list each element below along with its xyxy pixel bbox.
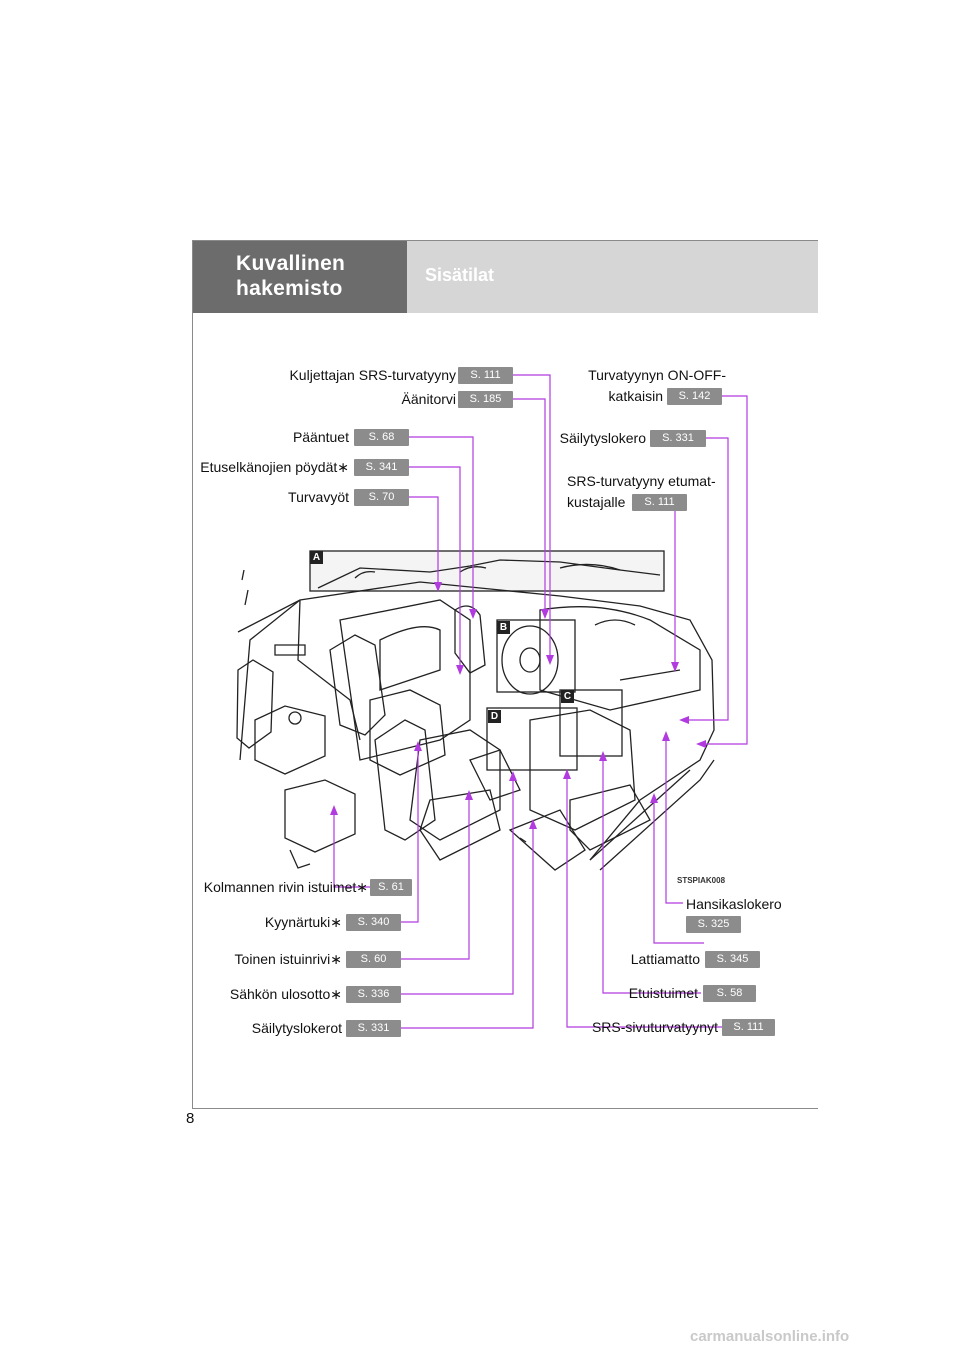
- callout-label-aanitorvi: Äänitorvi: [401, 391, 456, 407]
- section-tab: [193, 241, 407, 313]
- callout-label-etuistuimet: Etuistuimet: [628, 985, 698, 1001]
- subsection-title: Sisätilat: [425, 265, 495, 285]
- page-border-bottom: [192, 1108, 818, 1109]
- page-number: 8: [186, 1110, 195, 1127]
- callout-ref-turvatyynyn-on-off[interactable]: S. 142: [667, 388, 722, 405]
- callout-label-sahkon-ulosotto: Sähkön ulosotto∗: [229, 986, 342, 1002]
- subsection-bar: [407, 241, 818, 313]
- callout-ref-paantuet[interactable]: S. 68: [354, 429, 409, 446]
- section-title: Kuvallinen hakemisto: [236, 252, 346, 300]
- callout-label-turvatyynyn-on-off-1: Turvatyynyn ON-OFF-: [588, 367, 726, 383]
- callout-ref-sailytyslokerot[interactable]: S. 331: [346, 1020, 401, 1037]
- callout-ref-hansikaslokero[interactable]: S. 325: [686, 916, 741, 933]
- callout-ref-kolmannen-rivin-istuimet[interactable]: S. 61: [370, 879, 412, 896]
- callout-ref-etuistuimet[interactable]: S. 58: [703, 985, 756, 1002]
- callout-ref-lattiamatto[interactable]: S. 345: [705, 951, 760, 968]
- callout-ref-aanitorvi[interactable]: S. 185: [458, 391, 513, 408]
- callout-label-kuljettajan-srs: Kuljettajan SRS-turvatyyny: [289, 367, 456, 383]
- callout-label-toinen-istuinrivi: Toinen istuinrivi∗: [234, 951, 342, 967]
- panel-label-d: D: [488, 710, 501, 723]
- callout-ref-srs-etumatkustajalle[interactable]: S. 111: [632, 494, 687, 511]
- callout-label-srs-etumatkustajalle-2: kustajalle: [567, 494, 626, 510]
- callout-label-kolmannen-rivin-istuimet: Kolmannen rivin istuimet∗: [203, 879, 368, 895]
- panel-label-c: C: [561, 690, 574, 703]
- callout-label-srs-etumatkustajalle-1: SRS-turvatyyny etumat-: [567, 473, 716, 489]
- callout-label-sailytyslokero: Säilytyslokero: [559, 430, 646, 446]
- callout-label-sailytyslokerot: Säilytyslokerot: [251, 1020, 342, 1036]
- page-border-top: [192, 240, 818, 241]
- callout-label-srs-sivuturvatyynyt: SRS-sivuturvatyynyt: [591, 1019, 718, 1035]
- callout-label-hansikaslokero: Hansikaslokero: [686, 896, 782, 912]
- callout-ref-toinen-istuinrivi[interactable]: S. 60: [346, 951, 401, 968]
- figure-code: STSPIAK008: [677, 876, 726, 885]
- callout-label-turvavyot: Turvavyöt: [288, 489, 349, 505]
- callout-label-turvatyynyn-on-off-2: katkaisin: [608, 388, 663, 404]
- callout-ref-kuljettajan-srs[interactable]: S. 111: [458, 367, 513, 384]
- callout-label-paantuet: Pääntuet: [292, 429, 349, 445]
- callout-ref-kyynartuki[interactable]: S. 340: [346, 914, 401, 931]
- callout-ref-sahkon-ulosotto[interactable]: S. 336: [346, 986, 401, 1003]
- panel-label-a: A: [310, 551, 323, 564]
- callout-ref-etuselkanojien-poydat[interactable]: S. 341: [354, 459, 409, 476]
- callout-label-kyynartuki: Kyynärtuki∗: [264, 914, 342, 930]
- watermark: carmanualsonline.info: [690, 1328, 850, 1345]
- callout-label-lattiamatto: Lattiamatto: [630, 951, 700, 967]
- callout-ref-srs-sivuturvatyynyt[interactable]: S. 111: [722, 1019, 775, 1036]
- page-border-left: [192, 240, 193, 1108]
- panel-label-b: B: [497, 621, 510, 634]
- callout-ref-sailytyslokero[interactable]: S. 331: [650, 430, 706, 447]
- callout-label-etuselkanojien-poydat: Etuselkänojien pöydät∗: [200, 459, 349, 475]
- callout-ref-turvavyot[interactable]: S. 70: [354, 489, 409, 506]
